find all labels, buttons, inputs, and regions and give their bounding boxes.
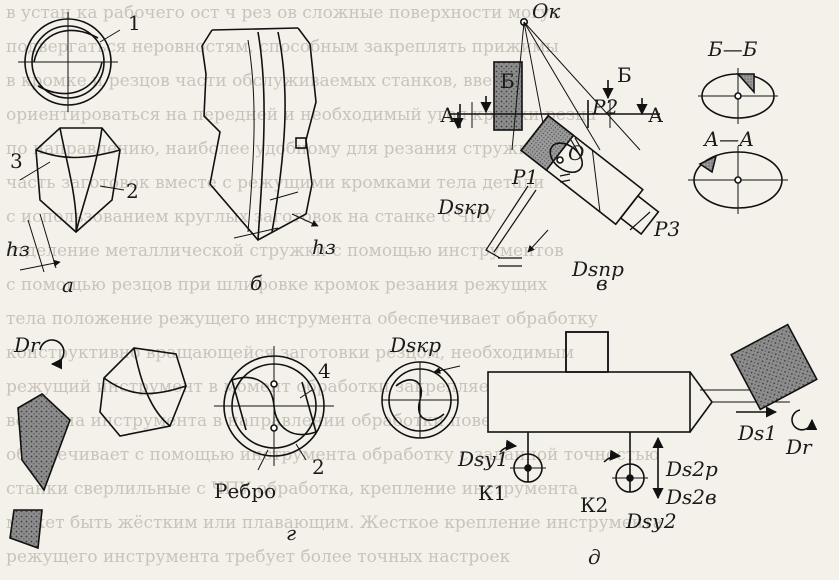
section-arrows: [452, 80, 648, 130]
label-dsy1: Dsу1: [457, 447, 509, 471]
label-hz-b: hз: [312, 235, 336, 259]
background-text-line: с помощью резцов при шлифовке кромок рез…: [6, 275, 548, 295]
background-text-line: ориентироваться на передней и необходимы…: [6, 105, 596, 125]
background-text-line: с использованием круглых заготовок на ст…: [6, 207, 497, 227]
label-k2: К2: [580, 493, 608, 517]
setup-d: [381, 323, 818, 500]
label-ds2r: Ds2р: [665, 457, 718, 481]
label-ds-pr: Dsпр: [571, 257, 624, 281]
drill-b: [201, 27, 319, 242]
label-rebro: Ребро: [214, 479, 276, 503]
background-text-line: станки сверлильные с ЧПУ обработка, креп…: [6, 479, 578, 499]
label-p3: P3: [653, 217, 680, 241]
label-hz-a: hз: [6, 237, 30, 261]
label-dr-d: Dr: [785, 435, 813, 459]
background-text-line: отделение металлической стружки с помощь…: [6, 241, 564, 261]
background-text-line: может быть жёстким или плавающим. Жестко…: [6, 513, 663, 533]
label-a-right: А: [648, 103, 663, 127]
label-b-right: Б: [617, 63, 632, 87]
label-ds1: Ds1: [737, 421, 777, 445]
background-text-line: тела положение режущего инструмента обес…: [6, 309, 598, 329]
label-1: 1: [128, 11, 141, 35]
label-dsy2: Dsу2: [625, 509, 677, 533]
label-b-left: Б: [500, 69, 515, 93]
label-ds2v: Ds2в: [665, 485, 717, 509]
background-text-line: в устан ка рабочего ост ч рез ов сложные…: [6, 3, 560, 23]
label-a: а: [62, 273, 74, 297]
background-text-line: подвергаться неровностям, способным закр…: [6, 37, 559, 57]
label-ds-kr-d: Dsкр: [389, 333, 441, 357]
label-p2: P2: [591, 95, 618, 119]
label-ok: Oк: [532, 0, 560, 23]
label-section-bb: Б—Б: [707, 37, 758, 61]
label-3: 3: [10, 149, 23, 173]
sections: [688, 68, 788, 214]
background-text-line: режущий инструмент в момент обработки за…: [6, 377, 612, 397]
background-text-line: обеспечивает с помощью инструмента обраб…: [6, 445, 659, 465]
label-g: г: [286, 521, 296, 545]
label-b: б: [250, 271, 263, 295]
label-2-g: 2: [312, 455, 325, 479]
background-text-line: в кромке и резцов части обслуживаемых ст…: [6, 71, 513, 91]
label-section-aa: А—А: [702, 127, 754, 151]
background-text-line: часть заготовок вместе с режущими кромка…: [6, 173, 545, 193]
label-ds-kr-v: Dsкр: [437, 195, 489, 219]
background-text-line: по направлению, наиболее удобному для ре…: [6, 139, 540, 159]
label-o: O: [568, 141, 584, 165]
label-4: 4: [318, 359, 331, 383]
background-text-line: конструктивно вращающейся заготовки резц…: [6, 343, 574, 363]
background-text-line: режущего инструмента требует более точны…: [6, 547, 511, 567]
label-p1: P1: [511, 165, 538, 189]
background-text-line: вершина инструмента в направлении обрабо…: [6, 411, 563, 431]
label-v: в: [596, 271, 608, 295]
label-a-left: А: [440, 103, 455, 127]
label-d: д: [588, 545, 601, 569]
label-dr-g: Dr: [13, 333, 41, 357]
tools-g: [9, 339, 334, 550]
background-text: в устан ка рабочего ост ч рез ов сложные…: [6, 3, 663, 567]
drill-a: [18, 12, 125, 273]
setup-v: [450, 17, 660, 267]
label-k1: К1: [478, 481, 506, 505]
label-2-a: 2: [126, 179, 139, 203]
